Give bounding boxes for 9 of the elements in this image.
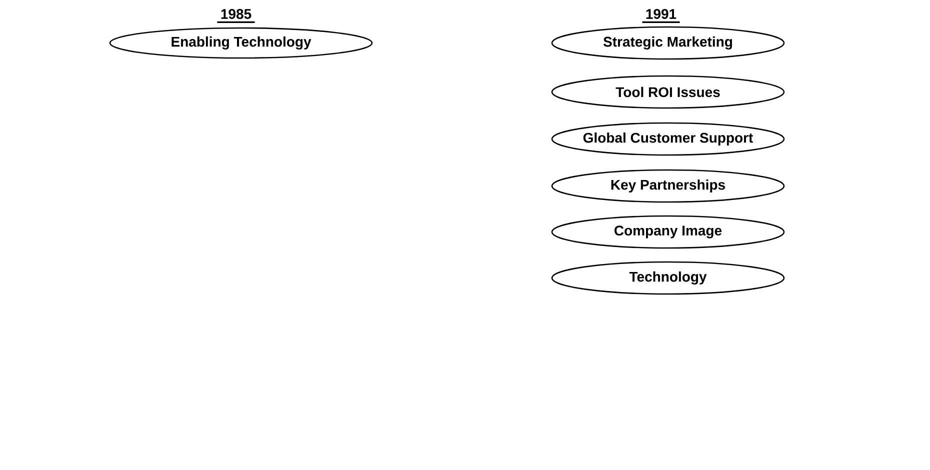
ellipse-node: Key Partnerships (551, 169, 785, 203)
year-heading: 1985 (217, 9, 255, 23)
ellipse-node: Global Customer Support (551, 122, 785, 156)
ellipse-node: Strategic Marketing (551, 26, 785, 60)
year-heading: 1991 (642, 9, 680, 23)
ellipse-node: Tool ROI Issues (551, 75, 785, 109)
ellipse-node: Technology (551, 261, 785, 295)
ellipse-node: Enabling Technology (109, 27, 373, 59)
ellipse-node: Company Image (551, 215, 785, 249)
